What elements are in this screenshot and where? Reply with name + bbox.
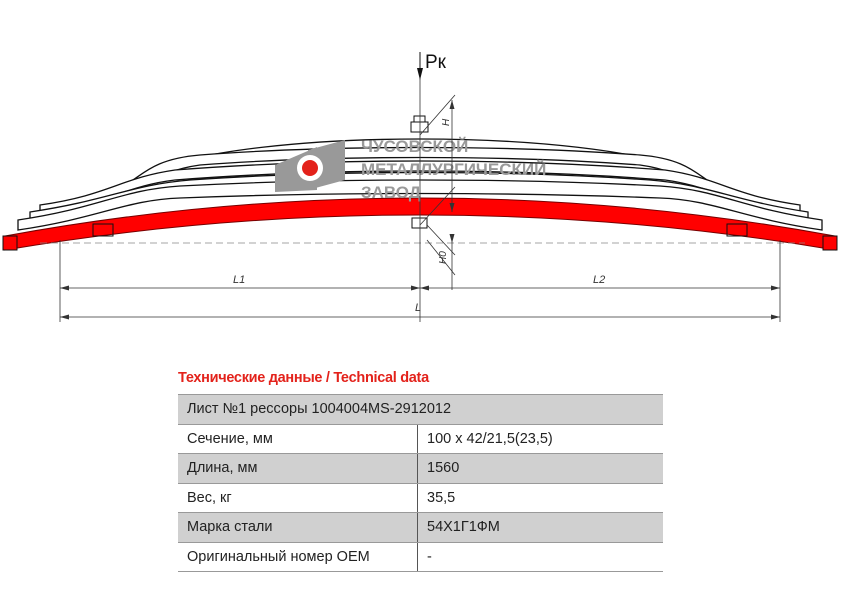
center-bolt-head [413, 115, 426, 123]
dim-l1-label: L1 [233, 274, 245, 286]
center-pad [411, 217, 428, 229]
leaf-3 [39, 160, 801, 214]
row-label: Оригинальный номер OEM [178, 542, 418, 572]
dim-h-label: H [441, 118, 452, 126]
clamp-left [92, 223, 114, 237]
watermark-line2: МЕТАЛЛУРГИЧЕСКИЙ [361, 160, 546, 179]
table-row: Оригинальный номер OEM- [178, 542, 663, 572]
dim-l2-label: L2 [593, 274, 605, 286]
row-label: Сечение, мм [178, 424, 418, 454]
specs-table: Лист №1 рессоры 1004004MS-2912012 Сечени… [178, 394, 663, 572]
upper-leaves [17, 138, 823, 231]
row-value: 1560 [417, 453, 663, 484]
load-arrow-icon [417, 52, 423, 80]
row-value: 35,5 [417, 483, 663, 513]
row-label: Вес, кг [178, 483, 418, 513]
row-value: 100 x 42/21,5(23,5) [417, 424, 663, 454]
row-label: Длина, мм [178, 453, 418, 484]
dim-l-label: L [415, 302, 421, 314]
center-bolt-nut [410, 121, 429, 133]
clamp-right [726, 223, 748, 237]
dimension-arrows [60, 100, 780, 320]
eye-right [822, 235, 838, 251]
dim-h0-label: H0 [438, 251, 449, 264]
watermark-line3: ЗАВОД [361, 183, 421, 202]
leaf-top [17, 179, 823, 231]
row-value: - [417, 542, 663, 572]
specs-title: Технические данные / Technical data [178, 370, 429, 386]
eye-left [2, 235, 18, 251]
row-value: 54Х1Г1ФМ [417, 512, 663, 543]
load-label: Pк [425, 52, 447, 73]
watermark-line1: ЧУСОВСКОЙ [361, 137, 468, 156]
table-header: Лист №1 рессоры 1004004MS-2912012 [178, 394, 663, 425]
row-label: Марка стали [178, 512, 418, 543]
leaf-spring-drawing: ЧУСОВСКОЙ МЕТАЛЛУРГИЧЕСКИЙ ЗАВОД Pк L1 L… [2, 52, 838, 322]
watermark-logo: ЧУСОВСКОЙ МЕТАЛЛУРГИЧЕСКИЙ ЗАВОД [275, 137, 546, 202]
table-header-row: Лист №1 рессоры 1004004MS-2912012 [178, 394, 663, 425]
